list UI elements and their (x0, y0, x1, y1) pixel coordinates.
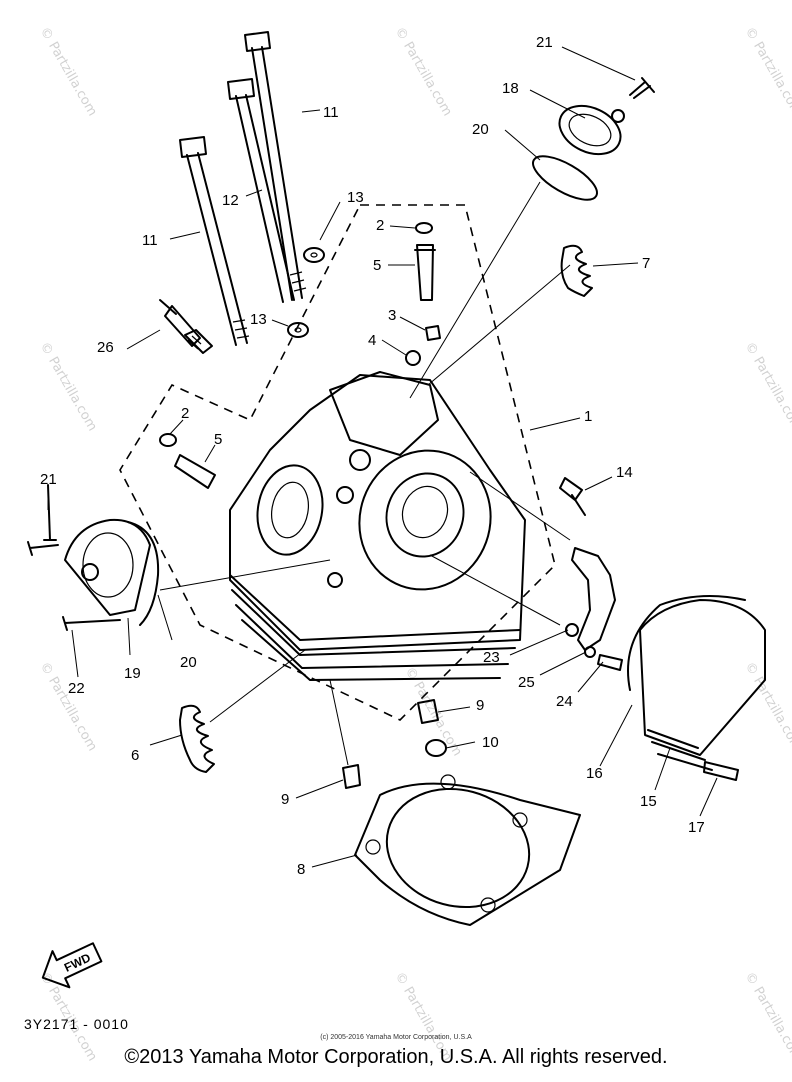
clip-left (159, 433, 177, 447)
callout-2: 2 (181, 405, 189, 422)
callout-19: 19 (124, 665, 141, 682)
callout-21: 21 (40, 471, 57, 488)
clip-top (415, 222, 433, 234)
ring-10 (425, 739, 447, 757)
spark-plug (159, 299, 213, 354)
callout-5: 5 (214, 431, 222, 448)
dowel-9-lower (342, 764, 361, 789)
valve-guide-left (174, 454, 216, 489)
callout-9: 9 (476, 697, 484, 714)
callout-3: 3 (388, 307, 396, 324)
callout-14: 14 (616, 464, 633, 481)
cam-chain-guide (571, 547, 616, 651)
watermark: © Partzilla.com (742, 660, 792, 754)
callout-20: 20 (472, 121, 489, 138)
callout-22: 22 (68, 680, 85, 697)
fwd-label: FWD (62, 950, 93, 974)
callout-20: 20 (180, 654, 197, 671)
watermark: © Partzilla.com (37, 660, 100, 754)
callout-4: 4 (368, 332, 376, 349)
callout-11: 11 (323, 104, 339, 121)
bolt-17 (703, 761, 739, 781)
callout-11: 11 (142, 232, 158, 249)
watermark: © Partzilla.com (742, 25, 792, 119)
callout-1: 1 (584, 408, 592, 425)
callout-13: 13 (347, 189, 364, 206)
cylinder-head (229, 371, 526, 681)
callout-18: 18 (502, 80, 519, 97)
callout-21: 21 (536, 34, 553, 51)
valve-spring-7 (560, 244, 593, 297)
callout-17: 17 (688, 819, 705, 836)
callout-23: 23 (483, 649, 500, 666)
callout-10: 10 (482, 734, 499, 751)
washer-25 (584, 646, 596, 658)
callout-6: 6 (131, 747, 139, 764)
callout-12: 12 (222, 192, 239, 209)
cylinder-head-gasket (354, 774, 581, 926)
watermark: © Partzilla.com (37, 340, 100, 434)
stopper-23 (565, 623, 579, 637)
nut-4 (405, 350, 421, 366)
callout-13: 13 (250, 311, 267, 328)
watermark: © Partzilla.com (37, 25, 100, 119)
callout-9: 9 (281, 791, 289, 808)
callout-numbers: 21 18 11 20 13 12 2 11 5 7 3 13 4 26 2 1… (40, 34, 705, 878)
bolt-24 (597, 654, 623, 671)
washer-13-upper (303, 247, 325, 263)
callout-5: 5 (373, 257, 381, 274)
cylinder-head-bolts (179, 31, 307, 346)
watermark: © Partzilla.com (742, 340, 792, 434)
callout-16: 16 (586, 765, 603, 782)
bolt-14 (559, 477, 586, 516)
valve-spring-6 (179, 704, 215, 773)
tappet-cover-left (27, 484, 151, 616)
tappet-cover-top (558, 77, 655, 156)
callout-25: 25 (518, 674, 535, 691)
callout-2: 2 (376, 217, 384, 234)
callout-26: 26 (97, 339, 114, 356)
valve-guide-top (414, 244, 436, 301)
watermark: © Partzilla.com (392, 25, 455, 119)
callout-8: 8 (297, 861, 305, 878)
o-ring-left (127, 521, 160, 626)
bolt-22 (62, 616, 121, 631)
side-cover-right (627, 595, 766, 771)
small-copyright: (c) 2005-2016 Yamaha Motor Corporation, … (320, 1034, 472, 1041)
callout-24: 24 (556, 693, 573, 710)
stud-3 (425, 325, 441, 341)
copyright-notice: ©2013 Yamaha Motor Corporation, U.S.A. A… (124, 1046, 668, 1068)
callout-7: 7 (642, 255, 650, 272)
callout-15: 15 (640, 793, 657, 810)
leader-lines (47, 46, 718, 868)
diagram-code: 3Y2171 - 0010 (24, 1016, 129, 1032)
washer-13-lower (287, 322, 309, 338)
assembly-outline (119, 204, 556, 721)
o-ring-top (532, 155, 598, 201)
dowel-9-upper (417, 699, 439, 724)
